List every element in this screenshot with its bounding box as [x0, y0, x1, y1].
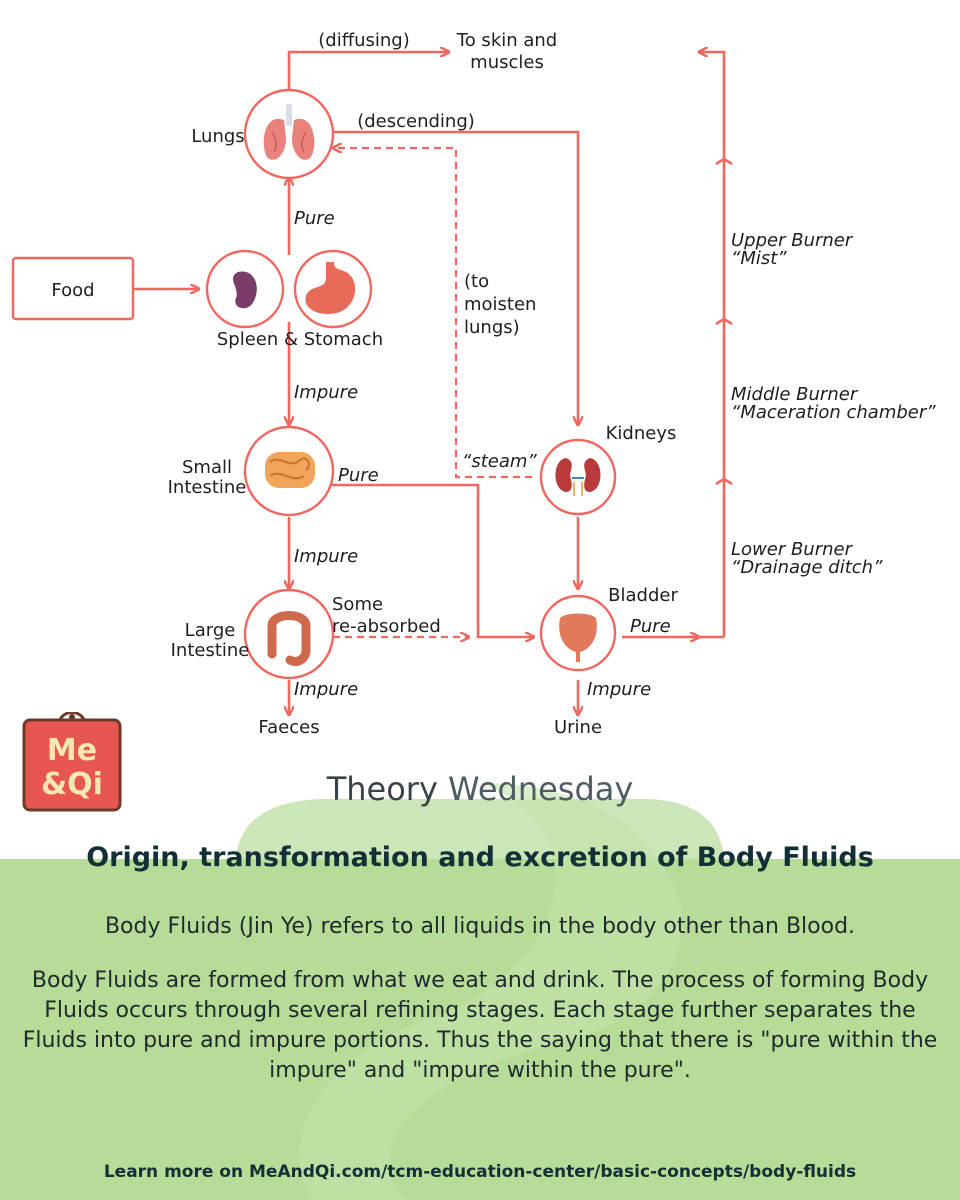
reabsorbed-label-1: Some — [332, 594, 383, 615]
spleen-node — [205, 249, 285, 329]
small-intestine-label-1: Small — [182, 457, 232, 478]
middle-burner-label-1: Middle Burner — [731, 384, 859, 405]
small-intestine-label-2: Intestine — [168, 477, 247, 498]
pure-lungs-label: Pure — [294, 208, 335, 229]
stomach-node — [293, 249, 373, 329]
large-intestine-label-2: Intestine — [171, 640, 250, 661]
bladder-node — [539, 594, 617, 672]
green-panel — [0, 783, 960, 1200]
impure-stomach-label: Impure — [294, 382, 358, 403]
food-box — [11, 256, 135, 321]
subtitle-theory: Theory — [326, 770, 449, 808]
pure-bladder-label: Pure — [630, 616, 671, 637]
kidneys-icon — [555, 458, 601, 496]
descending-label: (descending) — [357, 111, 475, 132]
large-intestine-node — [243, 588, 335, 680]
stomach-icon — [305, 262, 356, 315]
small-intestine-node — [243, 425, 335, 517]
impure-bladder-label: Impure — [587, 679, 651, 700]
diffusing-label: (diffusing) — [318, 30, 410, 51]
faeces-label: Faeces — [258, 717, 319, 738]
arrow-small-intestine-to-bladder — [322, 483, 533, 637]
subtitle-wednesday: Wednesday — [448, 770, 634, 808]
arrow-lungs-to-skin — [287, 52, 448, 100]
footer-link[interactable]: Learn more on MeAndQi.com/tcm-education-… — [103, 1162, 857, 1182]
moisten-label-3: lungs) — [464, 317, 520, 338]
food-label: Food — [51, 280, 94, 301]
lower-burner-label-2: “Drainage ditch” — [731, 557, 883, 578]
small-intestine-icon — [265, 452, 315, 488]
paragraph-definition: Body Fluids (Jin Ye) refers to all liqui… — [104, 914, 856, 939]
lungs-icon — [263, 104, 315, 160]
lungs-node — [243, 88, 335, 180]
large-intestine-icon — [267, 611, 311, 667]
pure-small-intestine-label: Pure — [338, 465, 379, 486]
arrow-triple-burner-to-skin — [700, 52, 726, 637]
upper-burner-label-2: “Mist” — [731, 248, 787, 269]
arrow-lungs-to-kidneys — [322, 130, 578, 424]
arrow-chevron-lower — [715, 477, 733, 486]
arrow-chevron-upper — [715, 157, 733, 166]
reabsorbed-label-2: re-absorbed — [332, 616, 441, 637]
impure-small-intestine-label: Impure — [294, 546, 358, 567]
logo-text-1: Me — [47, 733, 97, 768]
kidneys-label: Kidneys — [606, 423, 677, 444]
urine-label: Urine — [554, 717, 602, 738]
skin-label-1: To skin and — [456, 30, 557, 51]
kidneys-node — [539, 438, 617, 516]
yinyang-swirl — [299, 783, 682, 1200]
me-and-qi-logo: Me &Qi — [22, 712, 122, 812]
steam-label: “steam” — [462, 451, 537, 472]
bladder-icon — [559, 613, 597, 662]
spleen-stomach-label: Spleen & Stomach — [217, 329, 383, 350]
moisten-label-2: moisten — [464, 294, 536, 315]
large-intestine-label-1: Large — [185, 620, 236, 641]
logo-text-2: &Qi — [41, 767, 103, 802]
dashed-arrow-kidneys-to-lungs — [334, 148, 532, 479]
middle-burner-label-2: “Maceration chamber” — [731, 402, 936, 423]
moisten-label-1: (to — [464, 271, 489, 292]
bladder-label: Bladder — [608, 585, 678, 606]
body-fluids-diagram: Food Lungs Spleen & Stomach — [11, 30, 936, 738]
impure-large-intestine-label: Impure — [294, 679, 358, 700]
lungs-label: Lungs — [191, 126, 244, 147]
page-title: Origin, transformation and excretion of … — [86, 842, 874, 873]
skin-label-2: muscles — [470, 52, 544, 73]
spleen-icon — [233, 271, 257, 309]
subtitle: Theory Wednesday — [236, 770, 724, 808]
paragraph-process: Body Fluids are formed from what we eat … — [22, 968, 938, 1083]
upper-burner-label-1: Upper Burner — [731, 230, 854, 251]
arrow-chevron-middle — [715, 317, 733, 326]
lower-burner-label-1: Lower Burner — [731, 539, 854, 560]
